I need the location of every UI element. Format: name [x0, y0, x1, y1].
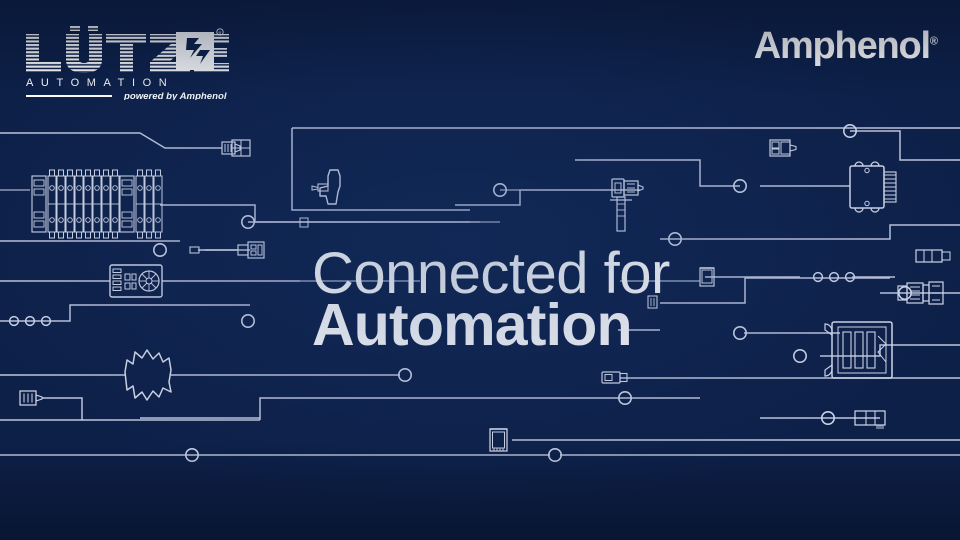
headline-line-1: Connected for	[312, 241, 670, 306]
rj45-jack-icon	[489, 428, 508, 452]
inline-plug-icon	[601, 371, 628, 384]
device-module-icon	[769, 139, 797, 157]
modular-jack-icon	[699, 267, 715, 287]
svg-text:R: R	[219, 30, 222, 35]
shielded-plug-icon	[915, 249, 951, 263]
card-edge-connector-icon	[854, 410, 886, 430]
lutze-automation-logo: R AUTOMATION powered by Amphenol LÜTZE A…	[24, 26, 229, 102]
cable-assembly-left	[189, 241, 265, 259]
sensor-connector-icon	[610, 178, 644, 232]
component-icon-group	[19, 139, 951, 452]
registered-trademark-icon: ®	[929, 35, 938, 48]
power-module-icon	[109, 264, 163, 298]
lutze-subtitle: AUTOMATION	[26, 77, 174, 89]
amphenol-logo: Amphenol®	[754, 27, 938, 65]
micro-device-icon-2	[299, 217, 309, 228]
lutze-arrow-mark: R	[176, 28, 224, 70]
headline-line-2: Automation	[312, 292, 633, 359]
page-title: Connected for Automation	[312, 241, 670, 359]
terminal-block-left	[31, 169, 163, 239]
cable-bundle-icon	[124, 349, 172, 401]
lutze-tagline: powered by Amphenol	[123, 91, 227, 100]
amphenol-wordmark: Amphenol	[753, 25, 931, 67]
heavy-duty-connector-icon	[849, 161, 897, 213]
industrial-block-module-icon	[824, 321, 893, 379]
micro-device-icon	[647, 295, 658, 309]
angled-connector-icon	[311, 169, 341, 205]
